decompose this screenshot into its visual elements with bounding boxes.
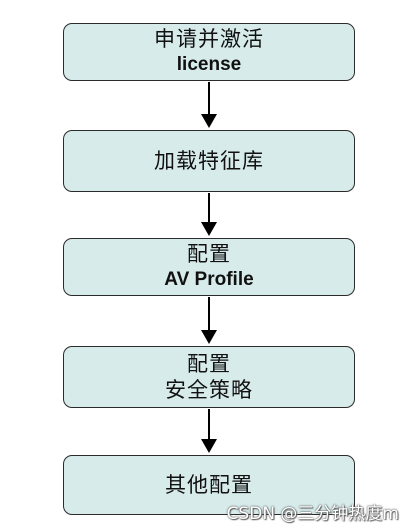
step-load-signature-db: 加载特征库: [63, 130, 355, 192]
step-label: 其他配置: [165, 473, 253, 497]
step-activate-license: 申请并激活 license: [63, 23, 355, 81]
arrow-down: [200, 82, 218, 129]
step-configure-security-policy: 配置 安全策略: [63, 346, 355, 408]
step-other-config: 其他配置: [63, 455, 355, 515]
step-label: 配置: [187, 242, 231, 266]
watermark: CSDN @三分钟热度m: [226, 504, 399, 524]
arrow-down: [200, 297, 218, 345]
arrow-down: [200, 409, 218, 454]
step-sublabel: 安全策略: [165, 378, 253, 402]
step-label: 加载特征库: [154, 149, 264, 173]
step-label: 申请并激活: [154, 27, 264, 51]
step-sublabel: AV Profile: [164, 269, 254, 290]
step-sublabel: license: [176, 54, 242, 75]
step-configure-av-profile: 配置 AV Profile: [63, 238, 355, 296]
arrow-down: [200, 193, 218, 237]
step-label: 配置: [187, 352, 231, 376]
